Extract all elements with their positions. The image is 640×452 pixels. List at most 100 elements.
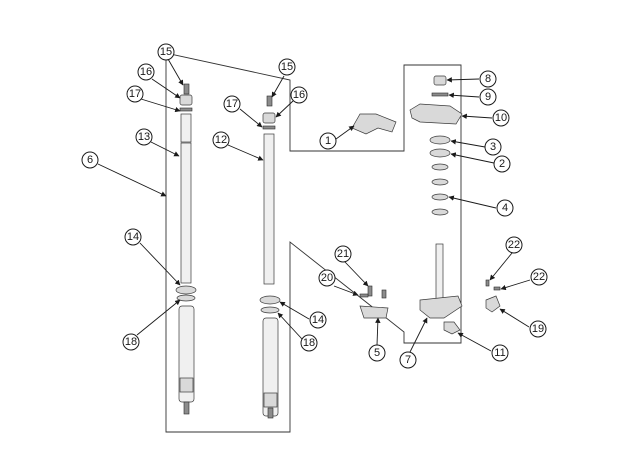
callout-22-lower: 22: [530, 268, 548, 286]
svg-text:10: 10: [495, 112, 507, 124]
callout-13: 13: [135, 128, 153, 146]
right-axle-bolt: [267, 407, 274, 419]
callout-14-right: 14: [309, 311, 327, 329]
svg-text:6: 6: [87, 154, 93, 166]
callout-15-left: 15: [157, 43, 175, 61]
right-fork-leg: [259, 95, 281, 419]
callout-12: 12: [212, 131, 230, 149]
svg-text:21: 21: [337, 248, 349, 260]
bearing-race-2: [429, 148, 451, 158]
callout-17-left: 17: [126, 85, 144, 103]
callout-3: 3: [484, 138, 502, 156]
callout-16-left: 16: [137, 63, 155, 81]
callout-15-right: 15: [278, 58, 296, 76]
cable-guide-11: [443, 321, 461, 335]
bolt-20a: [359, 293, 369, 298]
left-fork-leg: [175, 83, 197, 415]
svg-text:15: 15: [160, 46, 172, 58]
right-cap-16: [262, 112, 276, 124]
svg-text:12: 12: [215, 134, 227, 146]
svg-text:4: 4: [502, 202, 508, 214]
right-tube-12: [263, 133, 275, 285]
right-seal-14: [259, 295, 281, 305]
callout-2: 2: [493, 155, 511, 173]
svg-text:20: 20: [321, 272, 333, 284]
left-ring-17: [179, 107, 193, 112]
bearing-4c: [431, 193, 449, 201]
nut-8: [433, 75, 447, 86]
callout-1: 1: [319, 132, 337, 150]
svg-text:14: 14: [127, 231, 139, 243]
svg-text:16: 16: [140, 66, 152, 78]
callout-17-right: 17: [223, 95, 241, 113]
right-washer-18: [260, 306, 280, 314]
callout-14-left: 14: [124, 228, 142, 246]
svg-text:18: 18: [303, 337, 315, 349]
steerer-tube: [435, 243, 444, 305]
callout-16-right: 16: [290, 86, 308, 104]
left-tube-13: [180, 142, 192, 284]
svg-text:14: 14: [312, 314, 324, 326]
svg-text:5: 5: [374, 347, 380, 359]
svg-text:16: 16: [293, 89, 305, 101]
callout-4: 4: [496, 199, 514, 217]
left-seal-14: [175, 285, 197, 295]
callout-18-right: 18: [300, 334, 318, 352]
callout-18-left: 18: [122, 333, 140, 351]
pin-22b: [493, 286, 501, 291]
svg-text:3: 3: [490, 141, 496, 153]
callout-8: 8: [479, 70, 497, 88]
small-hardware: [359, 279, 501, 319]
callout-21: 21: [334, 245, 352, 263]
top-clamp-10: [409, 103, 463, 125]
left-spring: [180, 113, 192, 143]
svg-text:2: 2: [499, 158, 505, 170]
svg-text:13: 13: [138, 131, 150, 143]
svg-text:11: 11: [494, 347, 505, 359]
knob-19: [485, 295, 501, 313]
bracket-5: [359, 305, 389, 319]
svg-text:15: 15: [281, 61, 293, 73]
callout-22-upper: 22: [505, 236, 523, 254]
left-washer-18: [176, 294, 196, 302]
callout-5: 5: [368, 344, 386, 362]
bearing-race-3: [429, 135, 451, 145]
callout-19: 19: [529, 320, 547, 338]
right-dropout: [263, 392, 278, 408]
steering-group: [351, 75, 463, 335]
svg-text:1: 1: [325, 135, 331, 147]
bearing-4d: [431, 208, 449, 216]
bearing-4a: [431, 163, 449, 171]
callout-10: 10: [492, 109, 510, 127]
screw-21: [367, 285, 373, 297]
svg-text:7: 7: [405, 354, 411, 366]
lower-crown-7: [419, 295, 463, 319]
svg-text:22: 22: [533, 271, 545, 283]
left-bolt-15: [183, 83, 190, 95]
callout-11: 11: [491, 344, 509, 362]
callout-7: 7: [399, 351, 417, 369]
svg-text:17: 17: [226, 98, 238, 110]
left-cap-16: [179, 94, 193, 106]
svg-text:22: 22: [508, 239, 520, 251]
assembly-outline: [165, 52, 462, 433]
callout-9: 9: [479, 88, 497, 106]
callout-6: 6: [81, 151, 99, 169]
svg-text:19: 19: [532, 323, 544, 335]
right-ring-17: [262, 125, 276, 130]
svg-text:9: 9: [485, 91, 491, 103]
bearing-4b: [431, 178, 449, 186]
svg-text:8: 8: [485, 73, 491, 85]
leader-lines: [97, 58, 531, 353]
svg-text:17: 17: [129, 88, 141, 100]
right-bolt-15: [266, 95, 273, 107]
left-axle-bolt: [183, 401, 190, 415]
callout-20: 20: [318, 269, 336, 287]
bolt-20b: [381, 289, 387, 299]
left-dropout: [179, 377, 194, 393]
pin-22a: [485, 279, 490, 287]
bracket-1: [351, 113, 397, 135]
pin-9: [431, 92, 449, 97]
svg-text:18: 18: [125, 336, 137, 348]
